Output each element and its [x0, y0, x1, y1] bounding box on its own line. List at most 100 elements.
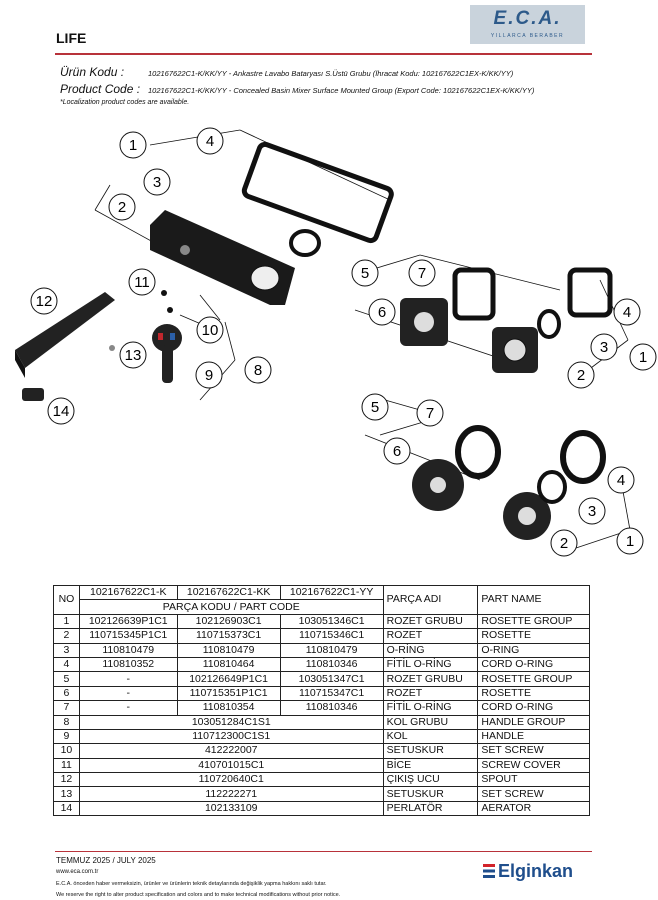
set-screw-10 — [167, 307, 173, 313]
cord-oring-4-square — [567, 267, 613, 318]
handle-9 — [152, 324, 182, 383]
svg-text:13: 13 — [125, 347, 142, 364]
cord-oring-7-square — [452, 267, 496, 321]
table-cell: 110715351P1C1 — [176, 685, 281, 702]
table-cell: 110715347C1 — [279, 685, 384, 702]
callout-3-square: 3 — [590, 333, 618, 361]
header-part-code: PARÇA KODU / PART CODE — [78, 599, 384, 615]
table-cell: - — [78, 671, 178, 687]
callout-13: 13 — [119, 341, 147, 369]
table-cell: 11 — [53, 757, 80, 774]
svg-text:2: 2 — [577, 367, 585, 384]
cord-oring-7-round — [455, 425, 501, 479]
table-cell: 110810479 — [279, 642, 384, 658]
table-cell: ROZET GRUBU — [382, 613, 479, 630]
table-cell: 110810346 — [279, 700, 384, 716]
svg-text:10: 10 — [202, 322, 219, 339]
table-cell: AERATOR — [477, 800, 590, 817]
callout-4-round: 4 — [607, 466, 635, 494]
svg-text:6: 6 — [378, 304, 386, 321]
table-cell: CORD O-RING — [477, 700, 590, 716]
parts-table: NO 102167622C1-K 102167622C1-KK 10216762… — [53, 584, 590, 817]
table-cell: PERLATÖR — [382, 800, 479, 817]
table-cell: 13 — [53, 786, 80, 802]
oring-3-round — [537, 470, 567, 504]
product-code-tr-value: 102167622C1-K/KK/YY - Ankastre Lavabo Ba… — [148, 69, 514, 78]
svg-text:7: 7 — [418, 265, 426, 282]
table-cell: HANDLE GROUP — [477, 714, 590, 730]
callout-1: 1 — [119, 131, 147, 159]
svg-text:1: 1 — [626, 533, 634, 550]
callout-10: 10 — [196, 316, 224, 344]
product-code-tr-label: Ürün Kodu : — [60, 65, 125, 79]
footer-website: www.eca.com.tr — [56, 869, 99, 875]
spout-12 — [15, 292, 115, 378]
header-divider — [55, 53, 592, 55]
table-cell: 6 — [53, 685, 80, 702]
table-cell: SET SCREW — [477, 743, 590, 759]
rosette-2-round-hole — [518, 507, 536, 525]
table-cell: 10 — [53, 743, 80, 759]
callouts: 1 4 3 2 11 12 10 13 9 8 14 5 7 6 4 3 1 2… — [30, 127, 657, 557]
table-cell: ROZET — [382, 628, 479, 644]
table-cell: 110720640C1 — [78, 772, 384, 788]
table-cell: KOL GRUBU — [382, 714, 479, 730]
table-cell: 110712300C1S1 — [78, 728, 384, 745]
svg-text:11: 11 — [134, 274, 150, 291]
callout-4-square: 4 — [613, 298, 641, 326]
localization-note: *Localization product codes are availabl… — [60, 99, 190, 106]
aerator-14 — [22, 388, 44, 401]
table-cell: ÇIKIŞ UCU — [382, 772, 479, 788]
callout-6-round: 6 — [383, 437, 411, 465]
table-cell: 110810352 — [78, 656, 178, 673]
rosette-6-round-hole — [430, 477, 446, 493]
callout-9: 9 — [195, 361, 223, 389]
table-cell: KOL — [382, 728, 479, 745]
table-cell: 4 — [53, 656, 80, 673]
svg-text:3: 3 — [153, 174, 161, 191]
callout-3-round: 3 — [578, 497, 606, 525]
footer-notice-tr: E.C.A. önceden haber vermeksizin, ürünle… — [56, 881, 327, 887]
callout-2-square: 2 — [567, 361, 595, 389]
page-title: LIFE — [56, 30, 87, 46]
svg-text:3: 3 — [588, 503, 596, 520]
screw-cover-11 — [161, 290, 167, 296]
elginkan-text: Elginkan — [498, 861, 574, 881]
plate-part-2 — [150, 210, 295, 305]
svg-text:4: 4 — [617, 472, 625, 489]
header-no: NO — [53, 585, 80, 615]
svg-text:4: 4 — [623, 304, 631, 321]
callout-7-square: 7 — [408, 259, 436, 287]
table-cell: 3 — [53, 642, 80, 658]
rosette-2-hole — [503, 338, 527, 362]
table-cell: 412222007 — [78, 743, 384, 759]
table-cell: 8 — [53, 714, 80, 730]
table-cell: 110810479 — [176, 642, 281, 658]
svg-text:2: 2 — [118, 199, 126, 216]
table-cell: SPOUT — [477, 772, 590, 788]
table-cell: O-RING — [477, 642, 590, 658]
table-cell: - — [78, 685, 178, 702]
table-cell: ROSETTE GROUP — [477, 671, 590, 687]
callout-2-round: 2 — [550, 529, 578, 557]
header-code-kk: 102167622C1-KK — [176, 584, 281, 601]
svg-text:14: 14 — [53, 403, 70, 420]
callout-7-round: 7 — [416, 399, 444, 427]
table-cell: 2 — [53, 628, 80, 644]
table-cell: ROZET — [382, 685, 479, 702]
exploded-diagram: 1 4 3 2 11 12 10 13 9 8 14 5 7 6 4 3 1 2… — [15, 127, 657, 557]
footer-notice-en: We reserve the right to alter product sp… — [56, 892, 341, 898]
cord-oring-4-round — [560, 430, 606, 484]
table-cell: CORD O-RING — [477, 656, 590, 673]
svg-text:1: 1 — [129, 137, 137, 154]
table-cell: 103051347C1 — [279, 671, 384, 687]
svg-text:1: 1 — [639, 349, 647, 366]
footer-divider — [55, 851, 592, 852]
table-cell: FİTİL O-RİNG — [382, 700, 479, 716]
